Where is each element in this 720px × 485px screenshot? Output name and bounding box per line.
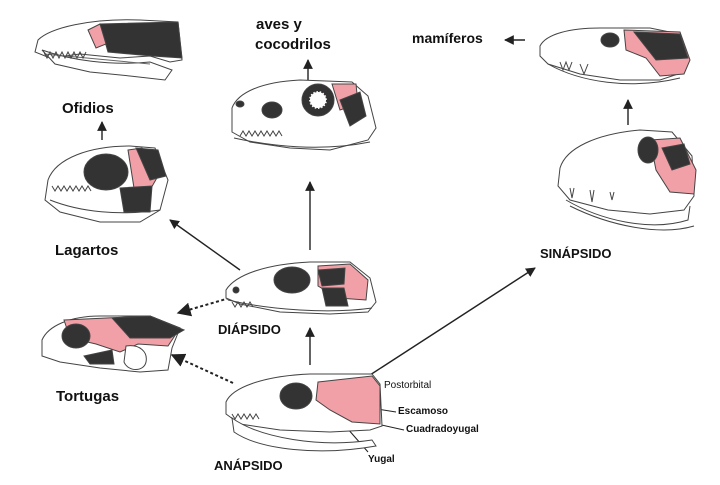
skull-anapsido [225,373,383,452]
label-aves-y: aves y [256,16,302,33]
skull-tortugas [41,315,186,373]
fenestra-lagartos-temporal [135,147,167,181]
label-sinapsido: SINÁPSIDO [540,246,612,261]
fenestra-anapsido-orbit [279,382,313,410]
fenestra-diapsido-orbit [273,266,311,294]
skull-mamiferos [539,27,691,85]
skull-ofidios [34,19,183,81]
bone-label-escamoso: Escamoso [398,406,449,417]
bone-label-yugal: Yugal [368,454,395,465]
bone-label-postorbital: Postorbital [384,380,432,391]
fenestra-tortugas-orbit [61,323,91,349]
label-mamiferos: mamíferos [412,30,483,46]
label-anapsido: ANÁPSIDO [214,458,283,473]
arrow-diapsido-lagartos [169,219,241,271]
highlight-ofidios [87,23,107,49]
fenestra-sinapsido-orbit [637,136,659,164]
label-tortugas: Tortugas [56,388,120,405]
arrow-anapsido-tortugas [170,353,234,384]
skull-sinapsido [557,129,697,231]
fenestra-tortugas-top [110,315,186,339]
fenestra-lagartos-orbit [83,153,129,191]
fenestra-ofidios [99,21,183,59]
highlight-anapsido [315,375,381,425]
skull-aves-cocodrilos [231,79,377,151]
fenestra-mamiferos [632,31,689,61]
label-lagartos: Lagartos [55,242,119,259]
arrow-anapsido-sinapsido [369,267,536,376]
label-cocodrilos: cocodrilos [255,36,331,53]
label-diapsido: DIÁPSIDO [218,322,281,337]
label-ofidios: Ofidios [62,100,114,117]
bone-label-cuadradoyugal: Cuadradoyugal [406,424,479,435]
skull-diapsido [225,261,377,315]
skull-lagartos [44,145,169,223]
